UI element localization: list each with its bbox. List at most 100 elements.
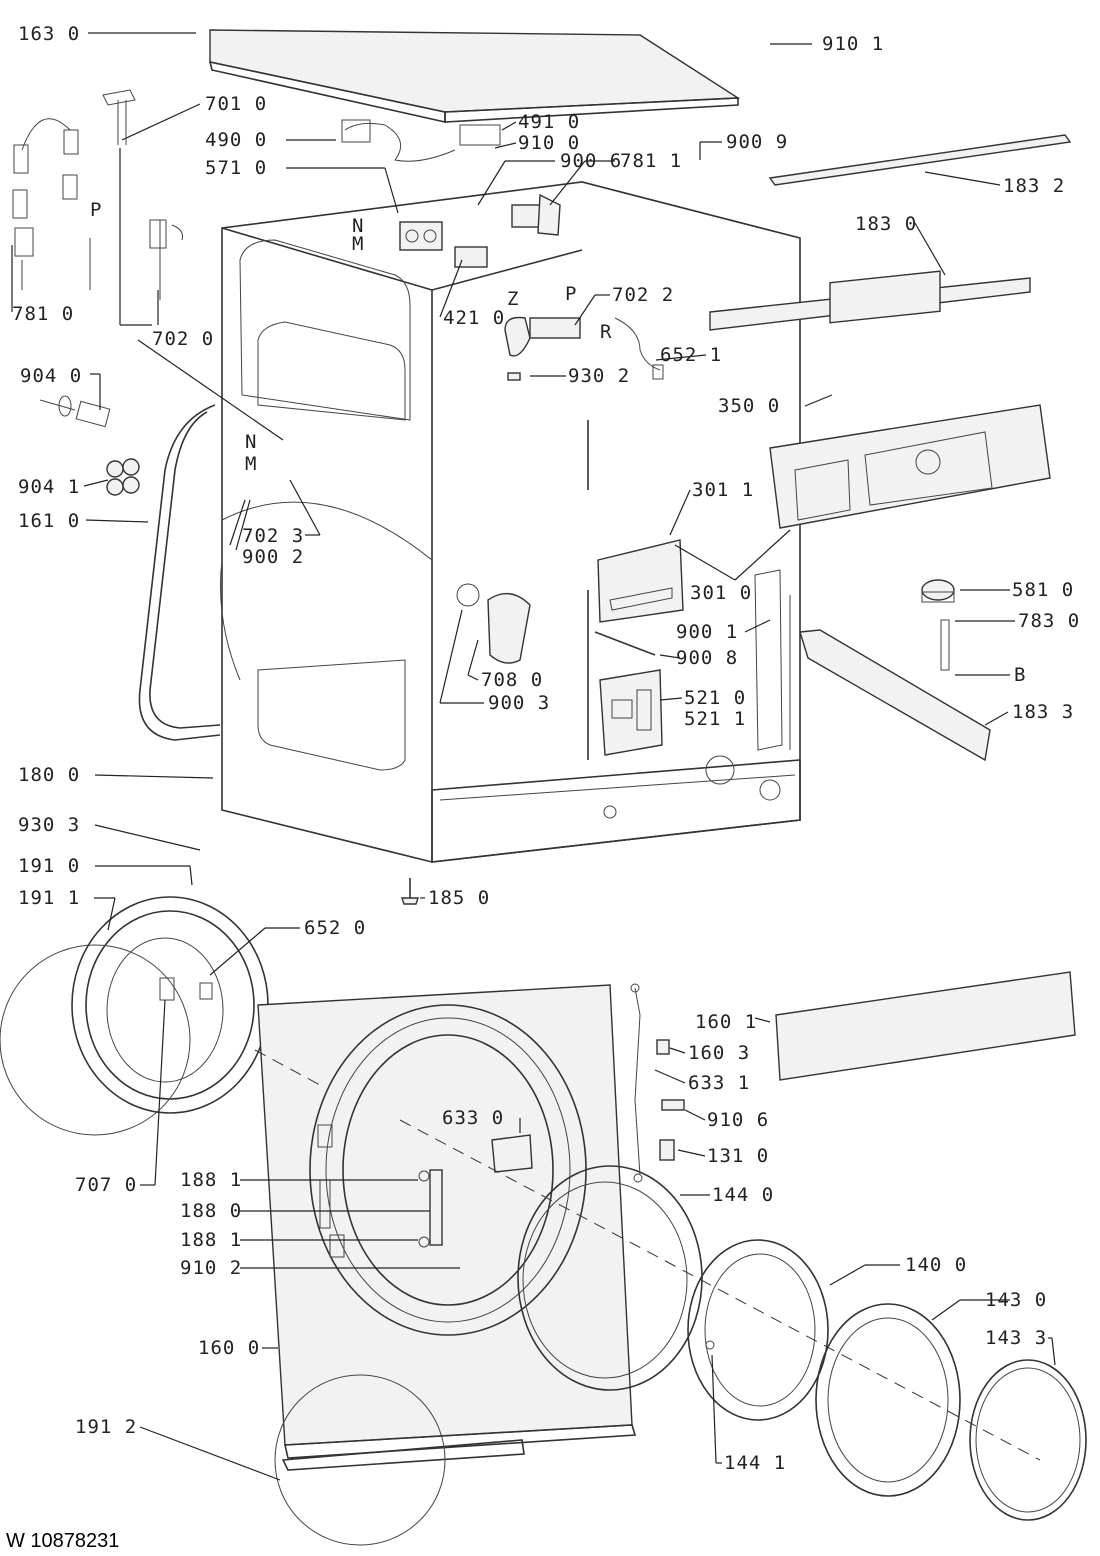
callout-131-0: 131 0 (707, 1145, 769, 1167)
callout-702-2: 702 2 (612, 284, 674, 306)
callout-191-1: 191 1 (18, 887, 80, 909)
letter-m-valve: M (352, 233, 364, 255)
callout-160-1: 160 1 (695, 1011, 757, 1033)
callout-900-3: 900 3 (488, 692, 550, 714)
callout-491-0: 491 0 (518, 111, 580, 133)
callout-188-0: 188 0 (180, 1200, 242, 1222)
callout-900-1: 900 1 (676, 621, 738, 643)
callout-180-0: 180 0 (18, 764, 80, 786)
callout-185-0: 185 0 (428, 887, 490, 909)
door-trim-ring-drawing (969, 1359, 1087, 1521)
callout-183-3: 183 3 (1012, 701, 1074, 723)
callout-930-2: 930 2 (568, 365, 630, 387)
callout-910-6: 910 6 (707, 1109, 769, 1131)
top-cover-drawing (208, 29, 741, 123)
callout-188-1-upper: 188 1 (180, 1169, 242, 1191)
callout-160-3: 160 3 (688, 1042, 750, 1064)
foot-drawing (401, 878, 419, 905)
callout-633-0: 633 0 (442, 1107, 504, 1129)
callout-702-0: 702 0 (152, 328, 214, 350)
callout-930-3: 930 3 (18, 814, 80, 836)
callout-140-0: 140 0 (905, 1254, 967, 1276)
door-lock-drawing (491, 1134, 533, 1173)
callout-163-0: 163 0 (18, 23, 80, 45)
callout-183-2: 183 2 (1003, 175, 1065, 197)
letter-r: R (600, 321, 612, 343)
letter-p-dispenser: P (565, 283, 577, 305)
callout-783-0: 783 0 (1018, 610, 1080, 632)
callout-904-1: 904 1 (18, 476, 80, 498)
callout-350-0: 350 0 (718, 395, 780, 417)
callout-144-1: 144 1 (724, 1452, 786, 1474)
callout-191-0: 191 0 (18, 855, 80, 877)
letter-p-hose: P (90, 199, 102, 221)
front-panel-drawing (257, 984, 637, 1546)
interface-bracket-drawing (754, 569, 783, 751)
callout-143-3: 143 3 (985, 1327, 1047, 1349)
detergent-drawer-drawing (597, 539, 684, 623)
callout-301-1: 301 1 (692, 479, 754, 501)
callout-143-0: 143 0 (985, 1289, 1047, 1311)
letter-m-hose: M (245, 453, 257, 475)
letter-tags: N M P P Z R N M B (90, 199, 1026, 686)
callout-521-1: 521 1 (684, 708, 746, 730)
letter-n-valve: N (352, 215, 364, 237)
callout-160-0: 160 0 (198, 1337, 260, 1359)
door-frame-inner-drawing (517, 1165, 703, 1391)
callout-652-1: 652 1 (660, 344, 722, 366)
solenoid-valve-drawing (399, 221, 443, 251)
callout-702-3: 702 3 (242, 525, 304, 547)
callout-900-9: 900 9 (726, 131, 788, 153)
electronic-module-drawing (599, 669, 663, 756)
fill-hose-drawing (504, 316, 581, 357)
callout-571-0: 571 0 (205, 157, 267, 179)
grommets-drawing (106, 458, 140, 496)
rear-strip-drawing (768, 134, 1072, 186)
front-rail-drawing (799, 629, 991, 762)
callout-161-0: 161 0 (18, 510, 80, 532)
callout-910-2: 910 2 (180, 1257, 242, 1279)
callout-421-0: 421 0 (443, 307, 505, 329)
callout-301-0: 301 0 (690, 582, 752, 604)
leader-lines (11, 32, 1056, 1481)
letter-b: B (1014, 664, 1026, 686)
callout-581-0: 581 0 (1012, 579, 1074, 601)
callout-708-0: 708 0 (481, 669, 543, 691)
callout-707-0: 707 0 (75, 1174, 137, 1196)
callout-191-2: 191 2 (75, 1416, 137, 1438)
inlet-hoses-drawing (12, 89, 183, 300)
drawing-reference: W 10878231 (6, 1530, 119, 1552)
pressure-switch-drawing (921, 579, 955, 671)
callout-910-0: 910 0 (518, 132, 580, 154)
callout-144-0: 144 0 (712, 1184, 774, 1206)
mains-cable-drawing (344, 122, 456, 162)
door-glass-drawing (687, 1239, 829, 1421)
sensor-wire-drawing (614, 317, 661, 371)
callout-labels: 163 0 910 1 701 0 490 0 491 0 910 0 900 … (12, 23, 1080, 1474)
letter-n-hose: N (245, 431, 257, 453)
control-panel-drawing (769, 404, 1051, 529)
letter-z: Z (507, 288, 519, 310)
callout-521-0: 521 0 (684, 687, 746, 709)
noise-filter-drawing (454, 246, 488, 268)
hinge-drawing (418, 1169, 443, 1248)
door-frame-outer-drawing (815, 1303, 961, 1497)
gasket-drawing (138, 404, 221, 741)
callout-781-0: 781 0 (12, 303, 74, 325)
callout-183-0: 183 0 (855, 213, 917, 235)
door-seal-drawing (0, 896, 269, 1136)
callout-781-1: 781 1 (620, 150, 682, 172)
control-board-drawing (829, 270, 941, 324)
callout-900-8: 900 8 (676, 647, 738, 669)
callout-188-1-lower: 188 1 (180, 1229, 242, 1251)
callout-490-0: 490 0 (205, 129, 267, 151)
plinth-drawing (775, 971, 1076, 1081)
callout-701-0: 701 0 (205, 93, 267, 115)
filter-drawing (39, 395, 111, 428)
callout-910-1: 910 1 (822, 33, 884, 55)
callout-633-1: 633 1 (688, 1072, 750, 1094)
drain-hose-drawing (456, 583, 531, 664)
cabinet-drawing (220, 181, 801, 863)
lock-wire-drawing (634, 987, 641, 1176)
